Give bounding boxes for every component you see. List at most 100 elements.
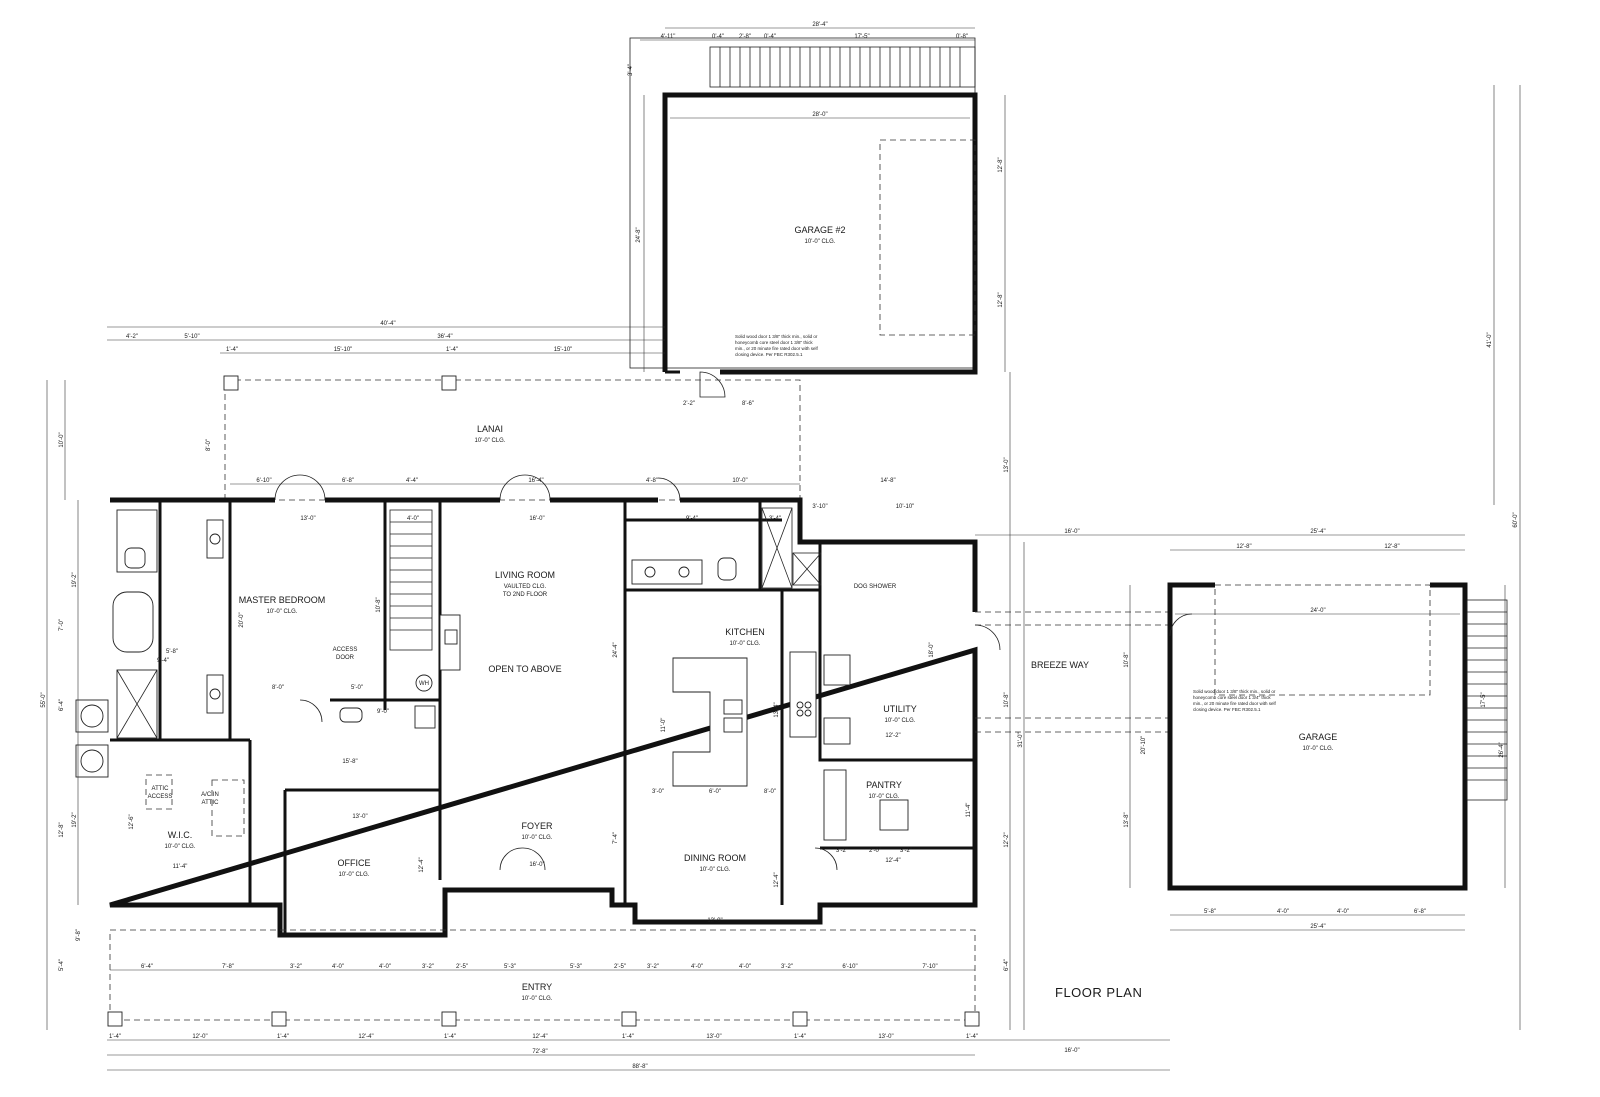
dim-g2-v3: 12'-8": [998, 292, 1004, 307]
dim-dr-c: 8'-0": [764, 789, 776, 795]
dim-ent-h: 5'-3": [504, 964, 516, 970]
dim-left-v3: 8'-0": [206, 439, 212, 451]
left-dims: 55'-0" 10'-0" 8'-0" 19'-2" 19'-2" 7'-0" …: [41, 380, 212, 1030]
dim-top-d: 1'-4": [226, 347, 238, 353]
dim-ent-i: 5'-3": [570, 964, 582, 970]
garage-door-note-1: Solid wood door 1 3/8" thick min., solid…: [1193, 689, 1276, 694]
dim-hall: 15'-8": [342, 759, 357, 765]
entry-ceiling: 10'-0" CLG.: [522, 996, 553, 1002]
sheet-title: FLOOR PLAN: [1055, 985, 1142, 1000]
garage-door-note-4: closing device. Per FBC R302.5.1: [1193, 707, 1261, 712]
access-door-label-1: ACCESS: [333, 647, 358, 653]
master-bedroom-ceiling: 10'-0" CLG.: [267, 609, 298, 615]
dim-k-in: 11'-0": [661, 718, 667, 733]
entry-label: ENTRY: [522, 982, 552, 992]
dim-overall-v2: 41'-0": [1487, 332, 1493, 347]
dim-gar-v5: 26'-4": [1499, 742, 1505, 757]
dim-top-g: 15'-10": [554, 347, 573, 353]
dim-gar-a: 12'-8": [1236, 544, 1251, 550]
lanai-block: LANAI 10'-0" CLG. 6'-10" 6'-8" 4'-4" 16'…: [223, 375, 896, 501]
dim-lanai-a: 6'-10": [256, 478, 271, 484]
dim-dr-v: 12'-4": [774, 872, 780, 887]
garage2-door-note-4: closing device. Per FBC R302.5.1: [735, 352, 803, 357]
dim-mb-w: 13'-0": [300, 516, 315, 522]
dim-overall-w: 72'-8": [532, 1049, 547, 1055]
living-room-label: LIVING ROOM: [495, 570, 555, 580]
dim-pan-c: 3'-2": [900, 848, 912, 854]
dim-gar-b3: 4'-0": [1337, 909, 1349, 915]
garage-label: GARAGE: [1299, 732, 1338, 742]
dim-lr-h: 10'-8": [376, 597, 382, 612]
dim-ent-m: 4'-0": [739, 964, 751, 970]
dim-ut-v: 18'-0": [929, 642, 935, 657]
dim-g2-e: 17'-5": [854, 34, 869, 40]
garage2-door-note-3: min., or 20 minute fire rated door with …: [735, 346, 819, 351]
dim-lanai-d: 16'-4": [528, 478, 543, 484]
pantry-label: PANTRY: [866, 780, 902, 790]
dim-gar-inner: 24'-0": [1310, 608, 1325, 614]
dim-ent-n: 3'-2": [781, 964, 793, 970]
breeze-way-block: 16'-0": [974, 529, 1170, 733]
dim-gar-b: 12'-8": [1384, 544, 1399, 550]
dim-ent-a: 6'-4": [141, 964, 153, 970]
dim-ent-e: 4'-0": [379, 964, 391, 970]
dim-g2-v2: 12'-8": [998, 157, 1004, 172]
dim-right-v3: 31'-0": [1018, 732, 1024, 747]
dim-bot-a: 1'-4": [109, 1034, 121, 1040]
dim-top-e: 15'-10": [334, 347, 353, 353]
water-heater-label: WH: [419, 681, 429, 687]
dim-right-v2: 10'-8": [1004, 692, 1010, 707]
dim-right-v4: 12'-2": [1004, 832, 1010, 847]
dim-top-c: 36'-4": [437, 334, 452, 340]
dim-left-v8: 9'-8": [76, 929, 82, 941]
dim-gar-v2: 20'-10": [1141, 736, 1147, 755]
dim-main-top: 40'-4": [380, 321, 395, 327]
dim-lanai-b: 6'-8": [342, 478, 354, 484]
dim-wic-v: 12'-6": [129, 814, 135, 829]
dim-bath-c: 5'-0": [351, 685, 363, 691]
dim-foyer-w: 16'-0": [529, 862, 544, 868]
office-ceiling: 10'-0" CLG.: [339, 872, 370, 878]
dim-gar-b2: 4'-0": [1277, 909, 1289, 915]
dim-bath-w2: 3'-4": [769, 516, 781, 522]
dog-shower-label: DOG SHOWER: [854, 584, 897, 590]
utility-ceiling: 10'-0" CLG.: [885, 718, 916, 724]
dim-st-w: 4'-0": [407, 516, 419, 522]
dim-g2-total: 28'-4": [812, 22, 827, 28]
dim-ent-k: 3'-2": [647, 964, 659, 970]
dim-bot-k: 1'-4": [966, 1034, 978, 1040]
dim-bath-b: 8'-0": [272, 685, 284, 691]
dim-left-v4: 19'-2": [72, 572, 78, 587]
access-door-label-2: DOOR: [336, 655, 355, 661]
entry-porch: 6'-4" 7'-8" 3'-2" 4'-0" 4'-0" 3'-2" 2'-5…: [107, 929, 980, 1027]
office-label: OFFICE: [338, 858, 371, 868]
dim-g2-c: 2'-8": [739, 34, 751, 40]
right-dims: 13'-0" 10'-8" 31'-0" 12'-2" 6'-4": [1004, 372, 1025, 1030]
dim-lr-w: 16'-0": [529, 516, 544, 522]
dim-right-v1: 13'-0": [1004, 457, 1010, 472]
dim-wh-a: 9'-0": [377, 709, 389, 715]
room-labels: MASTER BEDROOM 10'-0" CLG. LIVING ROOM V…: [148, 570, 1089, 1002]
attic-access-label-2: ACCESS: [148, 794, 173, 800]
garage2-block: GARAGE #2 10'-0" CLG. Solid wood door 1 …: [628, 22, 1006, 407]
dim-gar-bot: 25'-4": [1310, 924, 1325, 930]
dim-ent-f: 3'-2": [422, 964, 434, 970]
dim-dr-w: 13'-0": [707, 918, 722, 924]
dim-g2-d: 0'-4": [764, 34, 776, 40]
dim-pan-v: 11'-4": [966, 803, 972, 818]
garage2-ceiling: 10'-0" CLG.: [805, 239, 836, 245]
dim-bath-a: 5'-8": [166, 649, 178, 655]
dim-k-v: 13'-4": [774, 702, 780, 717]
dim-dr-b: 6'-0": [709, 789, 721, 795]
dim-g2-v4: 3'-4": [628, 64, 634, 76]
dim-k-a: 3'-10": [812, 504, 827, 510]
dim-g2-b1: 2'-2": [683, 401, 695, 407]
dim-top-a: 4'-2": [126, 334, 138, 340]
dim-g2-b: 0'-4": [712, 34, 724, 40]
wic-label: W.I.C.: [168, 830, 193, 840]
dim-bath-w: 9'-4": [686, 516, 698, 522]
dim-off-w: 13'-0": [352, 814, 367, 820]
interior-dims: 13'-0" 4'-0" 16'-0" 9'-4" 3'-4" 3'-10" 1…: [129, 504, 972, 924]
dim-ut-w: 12'-2": [885, 733, 900, 739]
